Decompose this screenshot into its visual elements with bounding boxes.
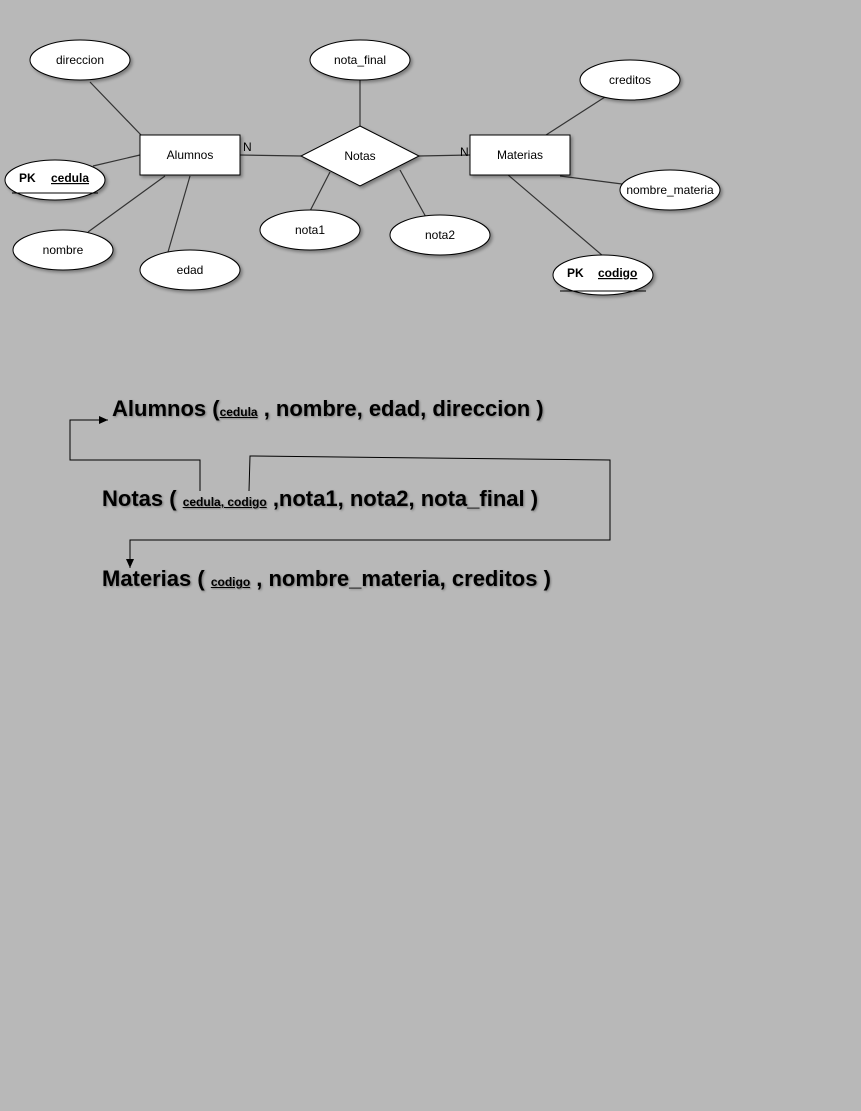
attribute-creditos-label: creditos xyxy=(609,73,651,87)
schema-alumnos: Alumnos (cedula , nombre, edad, direccio… xyxy=(112,396,544,422)
connector-edad xyxy=(167,175,191,253)
attribute-edad[interactable]: edad xyxy=(139,249,241,291)
entity-materias-label: Materias xyxy=(497,148,543,162)
er-connectors xyxy=(87,80,623,257)
attribute-nota-final[interactable]: nota_final xyxy=(309,39,411,81)
attribute-edad-label: edad xyxy=(177,263,204,277)
schema-materias-name: Materias ( xyxy=(102,566,211,591)
schema-alumnos-attributes: , nombre, edad, direccion ) xyxy=(257,396,544,421)
connector-alumnos-notas xyxy=(239,154,302,157)
connector-creditos xyxy=(545,96,606,136)
connector-codigo xyxy=(506,173,604,257)
schema-alumnos-key: cedula xyxy=(219,405,258,419)
cedula-label: cedula xyxy=(51,171,89,185)
attribute-codigo[interactable]: PK codigo xyxy=(552,254,654,296)
attribute-nota-final-label: nota_final xyxy=(334,53,386,67)
schema-materias-attributes: , nombre_materia, creditos ) xyxy=(250,566,551,591)
attribute-nota2[interactable]: nota2 xyxy=(389,214,491,256)
attribute-nombre-materia[interactable]: nombre_materia xyxy=(619,169,721,211)
cardinality-left: N xyxy=(243,140,252,154)
schema-notas-key: cedula, codigo xyxy=(182,495,267,509)
attribute-nombre-materia-label: nombre_materia xyxy=(626,183,714,197)
relationship-notas[interactable]: Notas xyxy=(299,125,421,187)
schema-alumnos-name: Alumnos ( xyxy=(112,396,220,421)
codigo-pk-label: PK xyxy=(567,266,584,280)
attribute-nombre[interactable]: nombre xyxy=(12,229,114,271)
schema-notas: Notas ( cedula, codigo ,nota1, nota2, no… xyxy=(102,486,538,512)
connector-nombre-materia xyxy=(559,175,623,185)
fk-arrow-cedula-to-alumnos xyxy=(69,416,201,491)
attribute-creditos[interactable]: creditos xyxy=(579,59,681,101)
connector-direccion xyxy=(89,81,143,137)
connector-nota2 xyxy=(399,169,428,220)
fk-arrow-codigo-to-materias xyxy=(126,455,611,568)
schema-notas-attributes: ,nota1, nota2, nota_final ) xyxy=(266,486,539,511)
attribute-nombre-label: nombre xyxy=(43,243,84,257)
codigo-label: codigo xyxy=(598,266,637,280)
entity-alumnos[interactable]: Alumnos xyxy=(139,134,241,176)
connector-notas-materias xyxy=(418,154,471,157)
fk-arrows xyxy=(69,416,611,568)
attribute-nota1-label: nota1 xyxy=(295,223,325,237)
connector-nombre xyxy=(87,175,166,233)
cedula-pk-label: PK xyxy=(19,171,36,185)
entity-alumnos-label: Alumnos xyxy=(167,148,214,162)
schema-notas-name: Notas ( xyxy=(102,486,183,511)
schema-materias-key: codigo xyxy=(210,575,251,589)
attribute-direccion-label: direccion xyxy=(56,53,104,67)
entity-materias[interactable]: Materias xyxy=(469,134,571,176)
cardinality-right: N xyxy=(460,145,469,159)
connector-cedula xyxy=(92,154,141,167)
attribute-nota1[interactable]: nota1 xyxy=(259,209,361,251)
attribute-nota2-label: nota2 xyxy=(425,228,455,242)
attribute-cedula[interactable]: PK cedula xyxy=(4,159,106,201)
schema-materias: Materias ( codigo , nombre_materia, cred… xyxy=(102,566,551,592)
attribute-direccion[interactable]: direccion xyxy=(29,39,131,81)
relationship-notas-label: Notas xyxy=(344,149,375,163)
connector-nota1 xyxy=(309,171,331,212)
